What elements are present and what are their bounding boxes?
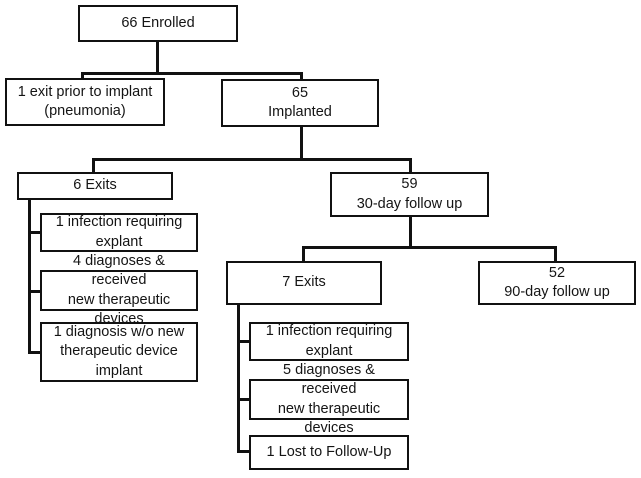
node-enrolled-label: 66 Enrolled bbox=[121, 14, 195, 31]
node-right-infection-explant: 1 infection requiring explant bbox=[249, 322, 409, 361]
connector-implanted-stem bbox=[300, 124, 303, 160]
node-right-diagnoses-new-devices-label: 5 diagnoses & received new therapeutic d… bbox=[277, 362, 381, 436]
node-followup-30-day: 59 30-day follow up bbox=[330, 172, 489, 217]
node-implanted-label: 65 Implanted bbox=[268, 84, 332, 120]
node-exit-prior-to-implant: 1 exit prior to implant (pneumonia) bbox=[5, 78, 165, 126]
node-followup-30-day-label: 59 30-day follow up bbox=[356, 176, 463, 212]
connector-implanted-bus bbox=[92, 158, 411, 161]
node-implanted: 65 Implanted bbox=[221, 79, 379, 127]
node-right-lost-to-followup: 1 Lost to Follow-Up bbox=[249, 435, 409, 470]
connector-to-implanted bbox=[300, 72, 303, 81]
node-left-diagnosis-no-device: 1 diagnosis w/o new therapeutic device i… bbox=[40, 322, 198, 382]
node-exits-7-label: 7 Exits bbox=[282, 274, 326, 291]
node-exit-prior-to-implant-label: 1 exit prior to implant (pneumonia) bbox=[17, 83, 153, 119]
connector-followup30-bus bbox=[302, 246, 556, 249]
connector-enrolled-stem bbox=[156, 40, 159, 74]
connector-exits7-to-diagnoses bbox=[237, 398, 251, 401]
connector-to-followup30 bbox=[409, 158, 412, 173]
node-followup-90-day-label: 52 90-day follow up bbox=[504, 264, 610, 300]
node-exits-6: 6 Exits bbox=[17, 172, 173, 200]
node-left-diagnoses-new-devices: 4 diagnoses & received new therapeutic d… bbox=[40, 253, 198, 327]
node-right-diagnoses-new-devices: 5 diagnoses & received new therapeutic d… bbox=[249, 362, 409, 436]
connector-exits6-to-diagnoses bbox=[28, 290, 42, 293]
node-left-diagnosis-no-device-label: 1 diagnosis w/o new therapeutic device i… bbox=[53, 324, 185, 379]
node-left-infection-explant-label: 1 infection requiring explant bbox=[55, 214, 183, 250]
connector-exits6-spine bbox=[28, 197, 31, 353]
connector-to-exit-preimplant bbox=[81, 72, 84, 80]
node-left-infection-explant: 1 infection requiring explant bbox=[40, 213, 198, 252]
connector-followup30-stem bbox=[409, 214, 412, 248]
connector-exits6-to-nodevice bbox=[28, 351, 42, 354]
node-exits-6-label: 6 Exits bbox=[73, 177, 117, 194]
connector-exits6-to-infection bbox=[28, 231, 42, 234]
node-followup-90-day: 52 90-day follow up bbox=[478, 261, 636, 305]
connector-exits7-spine bbox=[237, 304, 240, 452]
node-right-lost-to-followup-label: 1 Lost to Follow-Up bbox=[266, 443, 392, 460]
connector-to-followup90 bbox=[554, 246, 557, 262]
node-right-infection-explant-label: 1 infection requiring explant bbox=[265, 323, 393, 359]
connector-to-exits6 bbox=[92, 158, 95, 173]
connector-exits7-to-infection bbox=[237, 340, 251, 343]
node-left-diagnoses-new-devices-label: 4 diagnoses & received new therapeutic d… bbox=[67, 253, 171, 327]
node-enrolled: 66 Enrolled bbox=[78, 5, 238, 42]
connector-exits7-to-lost bbox=[237, 450, 251, 453]
connector-to-exits7 bbox=[302, 246, 305, 262]
node-exits-7: 7 Exits bbox=[226, 261, 382, 305]
connector-enrolled-bus bbox=[81, 72, 303, 75]
